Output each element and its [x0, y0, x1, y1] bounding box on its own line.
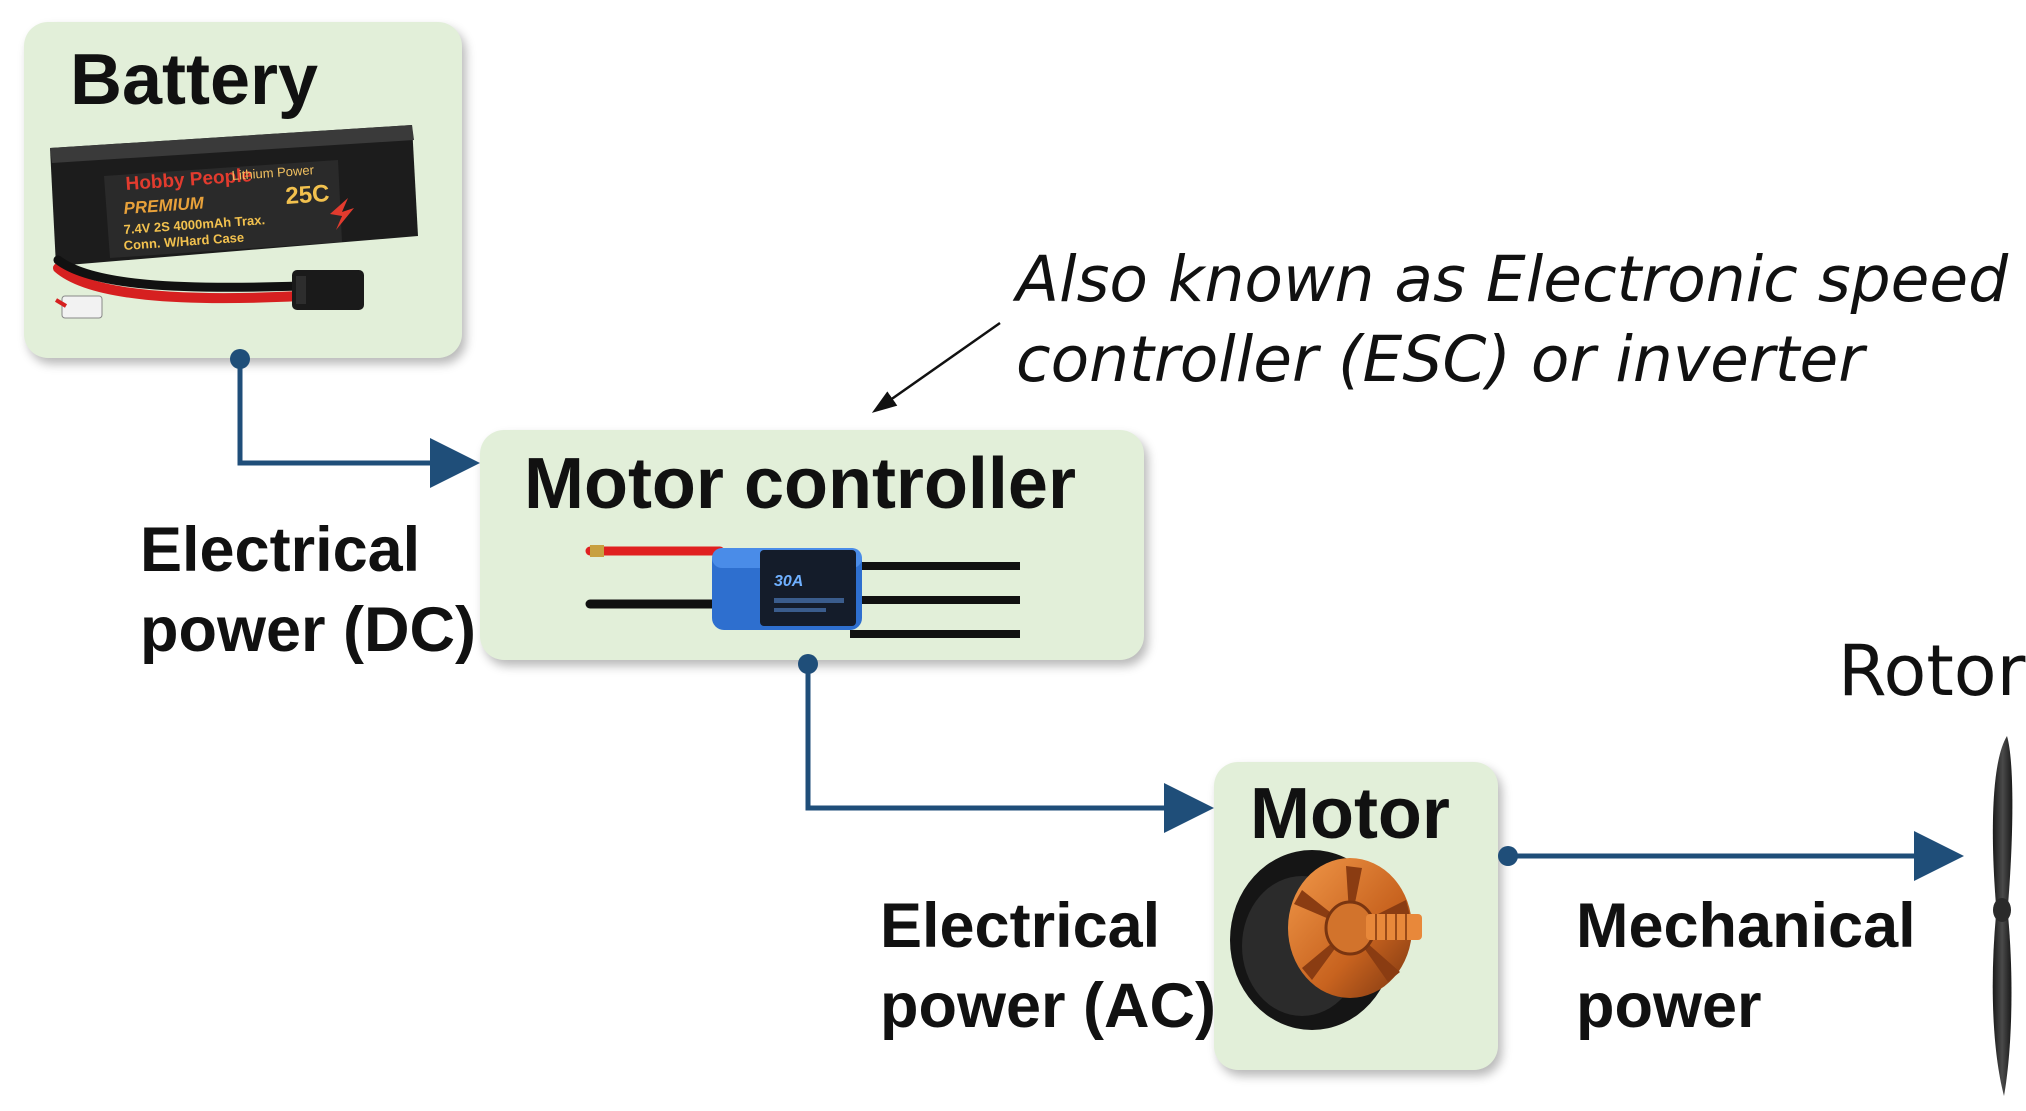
dc-power-label-line1: Electrical — [140, 515, 421, 585]
ac-power-label-line2: power (AC) — [880, 971, 1216, 1041]
motor-device-icon — [1230, 850, 1422, 1030]
propeller-icon — [1992, 736, 2013, 1096]
esc-device-icon: 30A — [585, 545, 1020, 638]
annotation-pointer-arrow — [871, 321, 1001, 413]
battery-pack-icon: Hobby People Lithium Power PREMIUM 25C 7… — [50, 125, 418, 319]
mechanical-power-label-line2: power — [1576, 971, 1762, 1041]
battery-rating-text: 25C — [285, 180, 331, 210]
dc-power-label-line2: power (DC) — [140, 595, 476, 665]
motor-to-rotor-connector — [1498, 831, 1964, 881]
ac-power-label-line1: Electrical — [880, 891, 1161, 961]
dc-power-label: Electrical power (DC) — [140, 510, 476, 670]
mechanical-power-label-line1: Mechanical — [1576, 891, 1916, 961]
controller-to-motor-connector — [798, 654, 1214, 833]
battery-to-controller-connector — [230, 349, 480, 488]
esc-rating-text: 30A — [774, 573, 803, 590]
ac-power-label: Electrical power (AC) — [880, 886, 1216, 1046]
motor-title: Motor — [1250, 774, 1450, 854]
esc-annotation-line1: Also known as Electronic speed — [1016, 243, 2009, 316]
esc-annotation: Also known as Electronic speed controlle… — [1016, 240, 2008, 400]
battery-series-text: Lithium Power — [231, 162, 315, 183]
esc-annotation-line2: controller (ESC) or inverter — [1016, 323, 1865, 396]
motor-controller-title: Motor controller — [524, 444, 1076, 524]
rotor-label: Rotor — [1838, 630, 2026, 712]
battery-title: Battery — [70, 40, 319, 120]
mechanical-power-label: Mechanical power — [1576, 886, 1916, 1046]
